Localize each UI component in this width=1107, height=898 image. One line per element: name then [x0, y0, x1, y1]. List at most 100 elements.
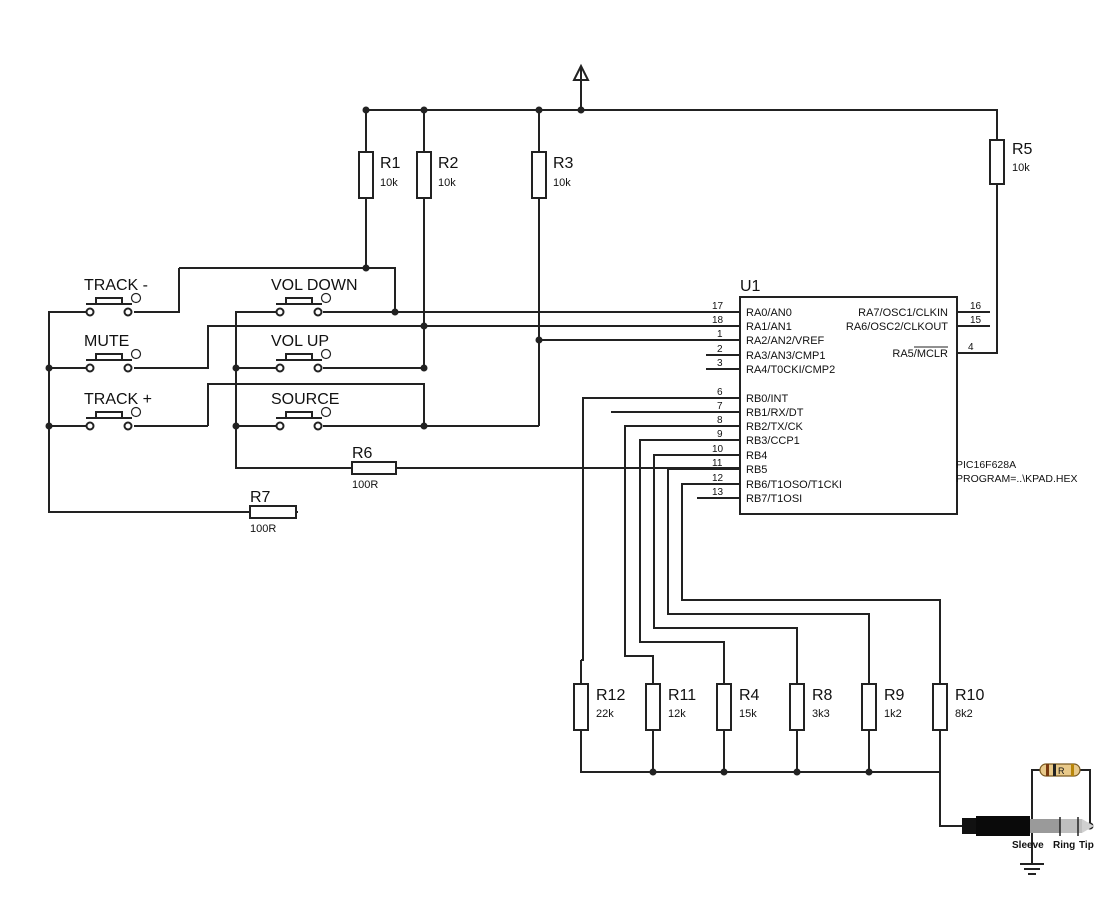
- switch-label: TRACK +: [84, 391, 152, 408]
- pin-name: RB2/TX/CK: [746, 421, 804, 433]
- resistor-r2[interactable]: R2 10k: [416, 151, 459, 199]
- resistor-ref: R11: [668, 687, 696, 704]
- pin-number: 18: [712, 315, 724, 326]
- resistor-value: 10k: [1012, 162, 1030, 174]
- resistor-ref: R6: [352, 445, 373, 462]
- pin-number: 6: [717, 387, 723, 398]
- pin-number: 16: [970, 301, 982, 312]
- switch-label: VOL UP: [271, 333, 329, 350]
- jack-sleeve-ring: [1030, 819, 1060, 833]
- switch-mute[interactable]: MUTE: [84, 333, 142, 373]
- pin-number: 11: [712, 458, 723, 469]
- resistor-r12[interactable]: R12 22k: [573, 683, 625, 731]
- resistor-r4[interactable]: R4 15k: [716, 683, 760, 731]
- resistor-r6[interactable]: R6 100R: [351, 445, 397, 491]
- resistor-ref: R4: [739, 687, 760, 704]
- resistor-ref: R5: [1012, 141, 1033, 158]
- pin-number: 15: [970, 315, 982, 326]
- pin-name: RA4/T0CKI/CMP2: [746, 364, 835, 376]
- pin-number: 7: [717, 401, 723, 412]
- pin-name: RB0/INT: [746, 393, 788, 405]
- pin-number: 4: [968, 342, 974, 353]
- resistor-ref: R12: [596, 687, 625, 704]
- resistor-value: 10k: [553, 177, 571, 189]
- resistor-value: 1k2: [884, 708, 902, 720]
- junction-dots: [45, 106, 1094, 830]
- resistor-r7[interactable]: R7 100R: [249, 489, 297, 535]
- pin-name: RA6/OSC2/CLKOUT: [846, 321, 948, 333]
- pin-name: RB4: [746, 450, 767, 462]
- pin-number: 8: [717, 415, 723, 426]
- pin-number: 1: [717, 329, 723, 340]
- resistor-r3[interactable]: R3 10k: [531, 151, 574, 199]
- pin-number: 3: [717, 358, 723, 369]
- actuator-icon: [320, 406, 332, 418]
- resistor-r9[interactable]: R9 1k2: [861, 683, 905, 731]
- resistor-ref: R1: [380, 155, 401, 172]
- resistor-r10[interactable]: R10 8k2: [932, 683, 984, 731]
- resistor-r1[interactable]: R1 10k: [358, 151, 401, 199]
- resistor-ref: R9: [884, 687, 905, 704]
- actuator-icon: [320, 348, 332, 360]
- actuator-icon: [130, 348, 142, 360]
- resistor-value: 12k: [668, 708, 686, 720]
- actuator-icon: [130, 406, 142, 418]
- ic-left-pins: 17 RA0/AN0 18 RA1/AN1 1 RA2/AN2/VREF 2 R…: [712, 301, 842, 505]
- jack-resistor-icon: R: [1039, 763, 1081, 777]
- pin-name: RA7/OSC1/CLKIN: [858, 307, 948, 319]
- switch-vol-down[interactable]: VOL DOWN: [271, 277, 358, 317]
- pin-name: RA3/AN3/CMP1: [746, 350, 825, 362]
- pin-number: 2: [717, 344, 723, 355]
- audio-jack[interactable]: Sleeve Ring Tip: [962, 816, 1094, 851]
- ic-part-number: PIC16F628A: [956, 459, 1016, 471]
- pin-name: RA1/AN1: [746, 321, 792, 333]
- switch-label: TRACK -: [84, 277, 148, 294]
- switch-track-minus[interactable]: TRACK -: [84, 277, 148, 317]
- resistor-value: 22k: [596, 708, 614, 720]
- pin-number: 9: [717, 429, 723, 440]
- resistor-value: 8k2: [955, 708, 973, 720]
- pin-number: 13: [712, 487, 724, 498]
- jack-barrel: [976, 816, 1030, 836]
- switch-vol-up[interactable]: VOL UP: [271, 333, 332, 373]
- resistor-value: 10k: [438, 177, 456, 189]
- pin-number: 10: [712, 444, 724, 455]
- pin-name: RB6/T1OSO/T1CKI: [746, 479, 842, 491]
- resistor-r8[interactable]: R8 3k3: [789, 683, 833, 731]
- resistor-ref: R10: [955, 687, 984, 704]
- actuator-icon: [130, 292, 142, 304]
- switch-label: MUTE: [84, 333, 129, 350]
- switch-track-plus[interactable]: TRACK +: [84, 391, 152, 431]
- ic-right-pins: 16 RA7/OSC1/CLKIN 15 RA6/OSC2/CLKOUT 4 R…: [846, 301, 982, 360]
- pin-name: RB3/CCP1: [746, 435, 800, 447]
- jack-sleeve-label: Sleeve: [1012, 840, 1044, 851]
- resistor-value: 100R: [352, 479, 378, 491]
- resistor-value: 15k: [739, 708, 757, 720]
- wires: [48, 80, 1091, 864]
- switch-source[interactable]: SOURCE: [271, 391, 339, 431]
- resistor-ref: R7: [250, 489, 271, 506]
- resistor-ref: R2: [438, 155, 459, 172]
- resistor-r11[interactable]: R11 12k: [645, 683, 696, 731]
- pin-name: RB7/T1OSI: [746, 493, 802, 505]
- jack-ring-label: Ring: [1053, 840, 1075, 851]
- resistor-ref: R8: [812, 687, 833, 704]
- pin-number: 17: [712, 301, 724, 312]
- power-terminal-icon: [572, 63, 590, 81]
- pin-name: RA5/MCLR: [892, 348, 948, 360]
- ic-program-file: PROGRAM=..\KPAD.HEX: [956, 473, 1077, 485]
- jack-plug-body: [962, 818, 976, 834]
- jack-tip-label: Tip: [1079, 840, 1094, 851]
- resistor-value: 10k: [380, 177, 398, 189]
- resistor-mark: R: [1058, 766, 1065, 776]
- resistor-ref: R3: [553, 155, 574, 172]
- microcontroller-u1[interactable]: U1 17 RA0/AN0 18 RA1/AN1 1 RA2/AN2/VREF …: [712, 278, 1077, 515]
- ic-ref: U1: [740, 278, 761, 295]
- switch-label: SOURCE: [271, 391, 339, 408]
- resistor-r5[interactable]: R5 10k: [989, 139, 1033, 185]
- resistor-value: 3k3: [812, 708, 830, 720]
- pin-name: RA0/AN0: [746, 307, 792, 319]
- resistor-value: 100R: [250, 523, 276, 535]
- ground-icon: [1020, 863, 1044, 875]
